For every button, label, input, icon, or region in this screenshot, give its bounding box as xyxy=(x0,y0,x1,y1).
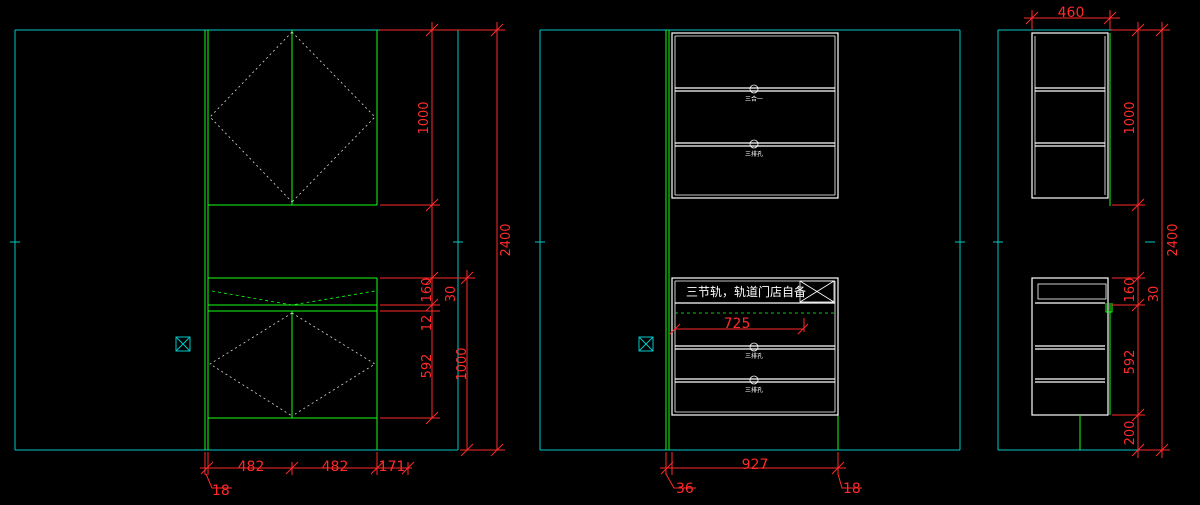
front-switch-box xyxy=(175,336,191,352)
front-dim-total-height: 2400 xyxy=(499,223,514,256)
front-drawer-swing xyxy=(211,290,376,306)
front-elevation: 1000 2400 160 30 12 592 1000 482 482 171… xyxy=(10,22,514,499)
interior-drawer-box xyxy=(799,280,835,303)
side-dim-160: 160 xyxy=(1123,278,1138,303)
front-dim-18: 18 xyxy=(212,483,230,499)
front-dim-upper-height: 1000 xyxy=(417,101,432,134)
interior-connector-mark-1 xyxy=(749,84,759,94)
side-dim-upper-height: 1000 xyxy=(1123,101,1138,134)
side-drawer xyxy=(1037,283,1107,300)
interior-note-holes-3: 三排孔 xyxy=(745,386,763,394)
interior-dim-927: 927 xyxy=(742,457,769,473)
side-dim-total-height: 2400 xyxy=(1166,223,1181,256)
front-dim-30: 30 xyxy=(444,286,459,303)
interior-rail-note: 三节轨，轨道门店自备 xyxy=(686,284,806,299)
front-dim-482-left: 482 xyxy=(238,459,265,475)
side-upper-cabinet xyxy=(1031,32,1109,199)
front-lower-left-door-swing xyxy=(209,312,293,417)
front-upper-right-door-swing xyxy=(291,31,376,203)
side-dim-200: 200 xyxy=(1123,421,1138,446)
interior-switch-box xyxy=(638,336,654,352)
front-dim-482-right: 482 xyxy=(322,459,349,475)
front-lower-right-door-swing xyxy=(291,312,376,417)
interior-dim-725: 725 xyxy=(724,316,751,332)
side-dim-460: 460 xyxy=(1058,5,1085,21)
front-dim-12: 12 xyxy=(420,315,435,332)
interior-note-holes-2: 三排孔 xyxy=(745,352,763,360)
front-dim-1000-lower: 1000 xyxy=(455,347,470,380)
interior-dim-18: 18 xyxy=(843,481,861,497)
front-dim-160: 160 xyxy=(420,278,435,303)
interior-note-3in1: 三合一 xyxy=(745,95,763,103)
interior-connector-mark-2 xyxy=(749,139,759,149)
front-upper-left-door-swing xyxy=(209,31,293,203)
interior-elevation: 三合一 三排孔 三节轨，轨道门店自备 三排孔 三排孔 725 xyxy=(535,29,965,497)
side-dim-30: 30 xyxy=(1147,286,1162,303)
side-section: 460 1000 2400 160 30 592 200 xyxy=(993,5,1181,458)
front-dim-171: 171 xyxy=(379,459,406,475)
side-lower-cabinet xyxy=(1031,277,1109,416)
interior-dim-36: 36 xyxy=(676,481,694,497)
front-dim-592: 592 xyxy=(420,354,435,379)
side-dim-592: 592 xyxy=(1123,350,1138,375)
interior-lower-cabinet xyxy=(671,277,839,416)
interior-note-holes-1: 三排孔 xyxy=(745,150,763,158)
interior-upper-cabinet xyxy=(671,32,839,199)
